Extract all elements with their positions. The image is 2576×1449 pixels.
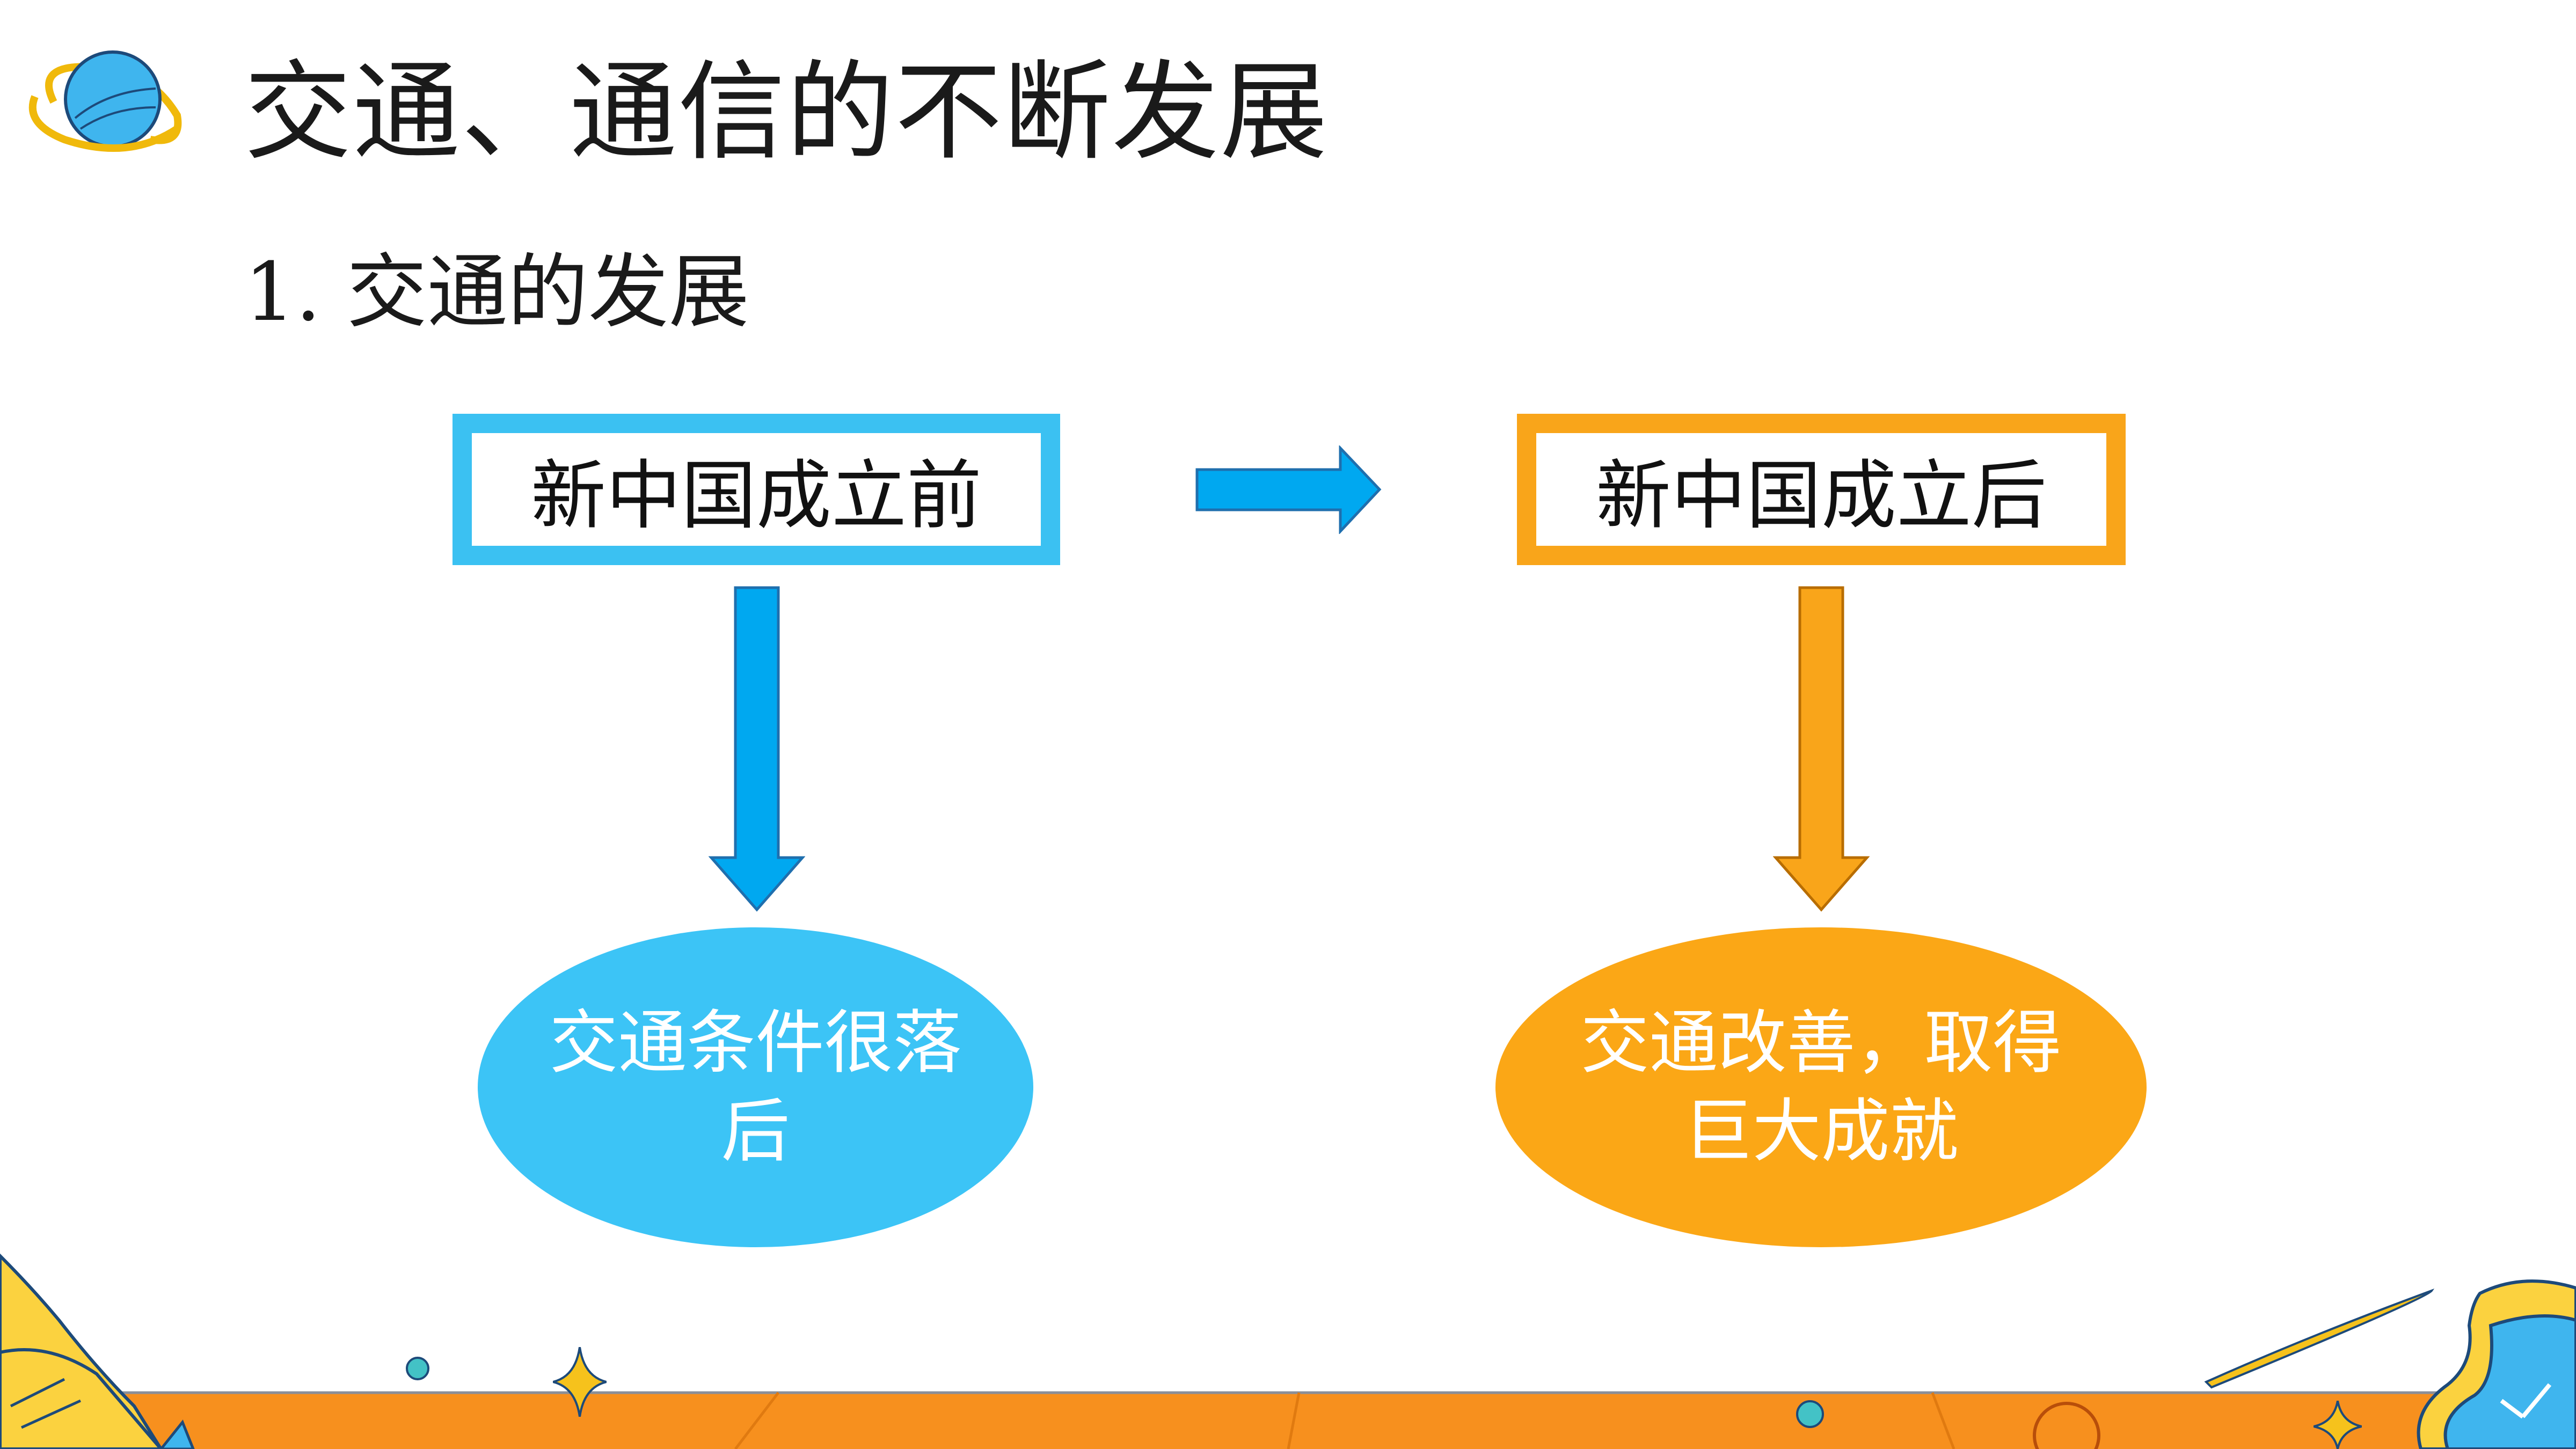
before-founding-label: 新中国成立前 — [530, 452, 982, 540]
after-result-ellipse: 交通改善，取得巨大成就 — [1495, 927, 2147, 1247]
after-result-text: 交通改善，取得巨大成就 — [1580, 1003, 2062, 1172]
planet-icon — [28, 50, 182, 152]
page-title: 交通、通信的不断发展 — [244, 50, 1329, 175]
sparkle-icon — [553, 1347, 607, 1417]
before-result-text: 交通条件很落后 — [549, 1003, 962, 1172]
clock-icon — [2417, 1279, 2576, 1449]
open-book-icon — [0, 1253, 195, 1449]
section-heading: 1. 交通的发展 — [244, 246, 749, 339]
before-result-ellipse: 交通条件很落后 — [478, 927, 1033, 1247]
footer-decoration — [0, 1357, 2576, 1449]
sparkle-icon — [2314, 1401, 2362, 1449]
right-arrow-icon — [1195, 445, 1382, 534]
comet-icon — [2204, 1288, 2435, 1389]
down-arrow-icon — [1773, 586, 1870, 912]
after-founding-label: 新中国成立后 — [1595, 452, 2047, 540]
before-founding-box: 新中国成立前 — [453, 414, 1060, 565]
down-arrow-icon — [709, 586, 805, 912]
after-founding-box: 新中国成立后 — [1517, 414, 2126, 565]
